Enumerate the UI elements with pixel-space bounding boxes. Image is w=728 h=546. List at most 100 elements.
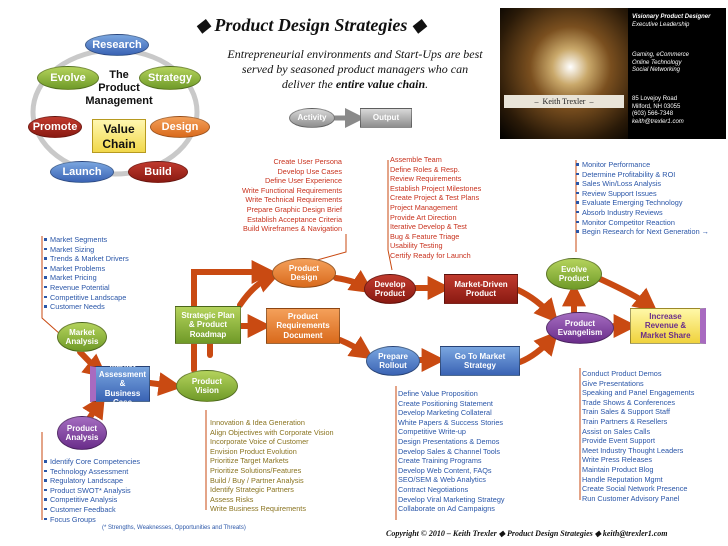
list-item: Focus Groups [44, 515, 140, 525]
list-item: Develop Web Content, FAQs [398, 465, 492, 475]
list-item: Give Presentations [582, 378, 644, 388]
list-item: Bug & Feature Triage [390, 231, 460, 241]
cycle-research: Research [85, 34, 149, 56]
list-item: Market Pricing [44, 273, 129, 283]
list-item: Certify Ready for Launch [390, 250, 471, 260]
list-item: Contract Negotiations [398, 484, 469, 494]
list-item: Sales Win/Loss Analysis [576, 179, 709, 189]
list-item: Create Social Network Presence [582, 484, 688, 494]
list-item: Review Requirements [390, 174, 462, 184]
page-subtitle: Entrepreneurial environments and Start-U… [227, 47, 483, 91]
arrow-assessment-to-vision [147, 372, 183, 397]
arrow-evolve-to-increase [595, 275, 658, 312]
list-item: Prioritize Solutions/Features [210, 465, 302, 475]
swot-footnote: (* Strengths, Weaknesses, Opportunities … [102, 525, 246, 531]
cycle-evolve: Evolve [37, 66, 99, 90]
list-item: Create Positioning Statement [398, 398, 493, 408]
cycle-launch: Launch [50, 161, 114, 183]
list-item: Develop Marketing Collateral [398, 408, 492, 418]
legend-activity: Activity [289, 108, 335, 128]
list-item: Train Partners & Resellers [582, 416, 668, 426]
list-item: Define Value Proposition [398, 389, 478, 398]
list-item: Establish Acceptance Criteria [247, 214, 342, 224]
list-item: Product SWOT* Analysis [44, 486, 140, 496]
list-item: Prepare Graphic Design Brief [246, 204, 342, 214]
list-item: Project Management [390, 202, 458, 212]
list-item: Competitive Analysis [44, 495, 140, 505]
list-item: Competitive Landscape [44, 293, 129, 303]
list-item: Define Roles & Resp. [390, 164, 460, 174]
list-item: Iterative Develop & Test [390, 222, 467, 232]
list-item: Absorb Industry Reviews [576, 208, 709, 218]
list-item: Collaborate on Ad Campaigns [398, 504, 495, 514]
list-item: Design Presentations & Demos [398, 436, 500, 446]
list-item: Assist on Sales Calls [582, 426, 651, 436]
list-item: Technology Assessment [44, 467, 140, 477]
list-item: Assemble Team [390, 155, 442, 164]
list-item: Incorporate Voice of Customer [210, 437, 309, 447]
list-item: Competitive Write-up [398, 427, 466, 437]
list-item: Trade Shows & Conferences [582, 397, 676, 407]
list-item: Write Business Requirements [210, 504, 306, 514]
list-item: Create User Persona [273, 157, 342, 166]
card-image [500, 8, 628, 139]
list-item: Build / Buy / Partner Analysis [210, 475, 304, 485]
card-heading-block: Visionary Product Designer Executive Lea… [632, 14, 711, 28]
list-item: Market Segments [44, 235, 129, 245]
cycle-design: Design [150, 116, 210, 138]
list-item: Revenue Potential [44, 283, 129, 293]
cycle-strategy: Strategy [139, 66, 201, 90]
list-item: Maintain Product Blog [582, 464, 654, 474]
arrow-marketdriven-to-evangelism [515, 287, 559, 324]
list-item: Market Problems [44, 264, 129, 274]
list-item: Create Project & Test Plans [390, 193, 480, 203]
list-item: Train Sales & Support Staff [582, 407, 671, 417]
list-item: Customer Feedback [44, 505, 140, 515]
list-item: Develop Sales & Channel Tools [398, 446, 501, 456]
list-item: Provide Event Support [582, 436, 656, 446]
list-item: Identify Core Competencies [44, 457, 140, 467]
list-item: Align Objectives with Corporate Vision [210, 427, 334, 437]
cycle-promote: Promote [28, 116, 82, 138]
list-item: Innovation & Idea Generation [210, 418, 305, 427]
business-card: – Keith Trexler – Visionary Product Desi… [500, 8, 726, 139]
list-item: White Papers & Success Stories [398, 417, 504, 427]
list-item: Identify Strategic Partners [210, 485, 294, 495]
list-item: Develop Use Cases [277, 166, 343, 176]
list-item: Evaluate Emerging Technology [576, 198, 709, 208]
list-item: Create Training Programs [398, 456, 482, 466]
list-item: Determine Profitability & ROI [576, 170, 709, 180]
arrow-strategic-to-design [237, 270, 281, 308]
footer-copyright: Copyright © 2010 – Keith Trexler ◆ Produ… [386, 529, 668, 538]
list-item: Write Technical Requirements [245, 195, 342, 205]
arrow-prd-to-rollout [337, 336, 374, 360]
list-item: Write Functional Requirements [241, 185, 342, 195]
list-item: Prioritize Target Markets [210, 456, 289, 466]
page-title: ◆ Product Design Strategies ◆ [196, 15, 426, 35]
legend-output: Output [360, 108, 412, 128]
arrow-design-to-develop [333, 270, 374, 294]
list-item: Envision Product Evolution [210, 446, 297, 456]
